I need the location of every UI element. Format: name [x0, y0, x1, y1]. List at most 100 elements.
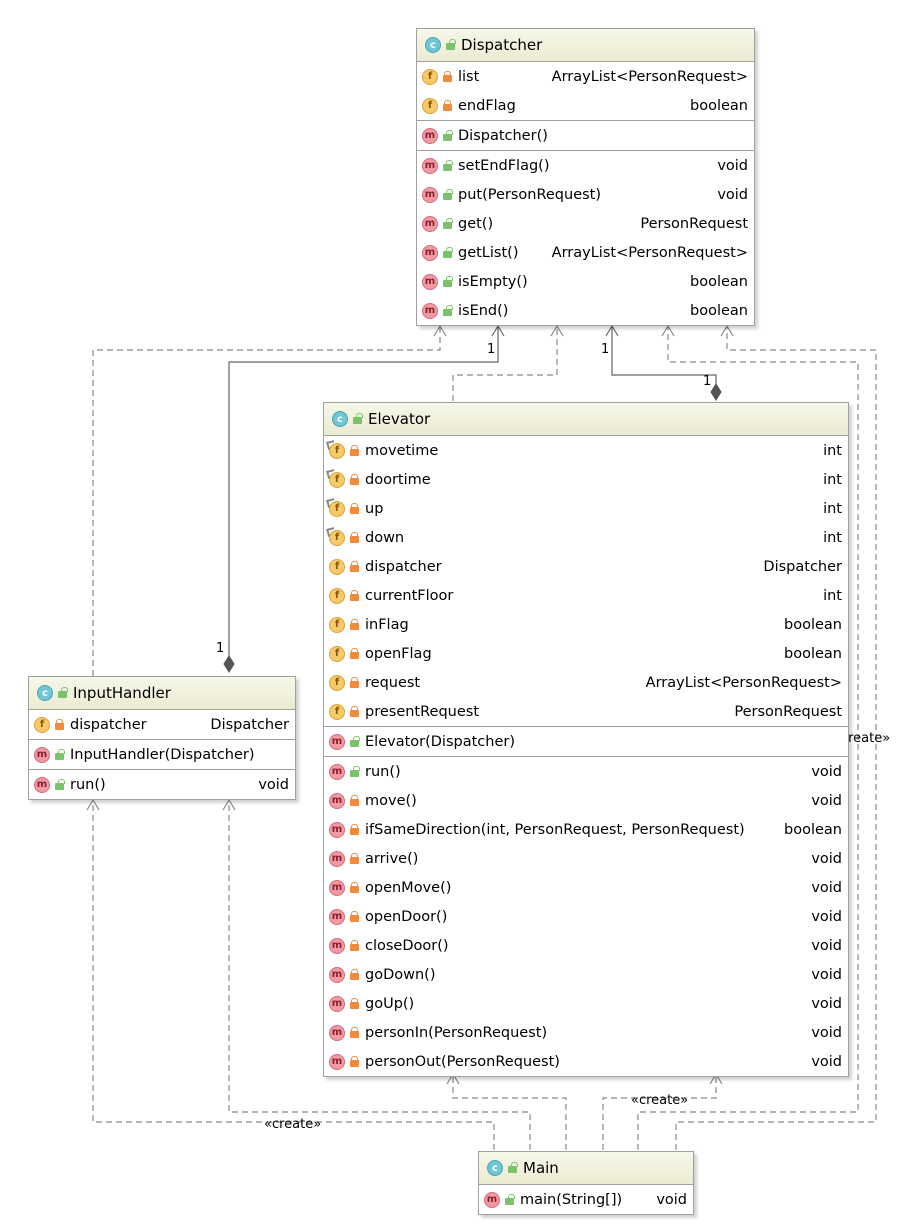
- return-type: void: [811, 1024, 842, 1041]
- lock-icon: [350, 1026, 359, 1038]
- return-type: ArrayList<PersonRequest>: [551, 244, 748, 261]
- method-name: goUp(): [365, 995, 415, 1012]
- method-name: ifSameDirection(int, PersonRequest, Pers…: [365, 821, 745, 838]
- field-name: endFlag: [458, 97, 516, 114]
- method-name: run(): [365, 763, 401, 780]
- lock-icon: [350, 647, 359, 659]
- field-icon: f: [329, 645, 345, 662]
- method-icon: m: [34, 746, 50, 763]
- return-type: boolean: [690, 97, 748, 114]
- return-type: void: [717, 186, 748, 203]
- lock-icon: [55, 718, 64, 730]
- lock-icon: [350, 939, 359, 951]
- multiplicity-label: 1: [703, 374, 712, 389]
- return-type: int: [823, 500, 842, 517]
- method-name: getList(): [458, 244, 519, 261]
- lock-icon: [350, 881, 359, 893]
- method-name: get(): [458, 215, 494, 232]
- return-type: void: [811, 850, 842, 867]
- field-name: request: [365, 674, 421, 691]
- arrow-head-4: [720, 324, 734, 337]
- constructor-row[interactable]: m InputHandler(Dispatcher): [29, 740, 295, 769]
- return-type: ArrayList<PersonRequest>: [551, 68, 748, 85]
- unlock-icon: [350, 765, 360, 777]
- field-icon: f: [329, 471, 345, 488]
- unlock-icon: [443, 129, 453, 141]
- method-row[interactable]: m run() void: [324, 757, 848, 786]
- return-type: void: [811, 763, 842, 780]
- field-icon: f: [329, 616, 345, 633]
- unlock-icon: [443, 304, 453, 316]
- return-type: PersonRequest: [640, 215, 748, 232]
- method-icon: m: [329, 763, 345, 780]
- field-row[interactable]: f endFlag boolean: [417, 91, 754, 120]
- return-type: void: [811, 937, 842, 954]
- stereotype-create-label: «create»: [264, 1117, 322, 1132]
- lock-icon: [350, 910, 359, 922]
- field-icon: f: [422, 97, 438, 114]
- composition-elevator-dispatcher: [611, 326, 717, 384]
- method-name: InputHandler(Dispatcher): [70, 746, 255, 763]
- arrow-head-1: [433, 324, 447, 337]
- return-type: void: [258, 776, 289, 793]
- method-name: goDown(): [365, 966, 436, 983]
- class-name: Main: [523, 1159, 559, 1177]
- method-icon: m: [422, 157, 438, 174]
- return-type: void: [811, 908, 842, 925]
- constructors-section: m InputHandler(Dispatcher): [29, 740, 295, 770]
- method-icon: m: [329, 879, 345, 896]
- lock-icon: [350, 1055, 359, 1067]
- dependency-main-dispatcher-a: [637, 326, 859, 1150]
- method-icon: m: [329, 733, 345, 750]
- lock-icon: [350, 444, 359, 456]
- method-icon: m: [329, 792, 345, 809]
- field-icon: f: [329, 500, 345, 517]
- return-type: void: [811, 1053, 842, 1070]
- dependency-main-elevator-a: [452, 1074, 567, 1150]
- return-type: void: [811, 995, 842, 1012]
- method-name: personIn(PersonRequest): [365, 1024, 548, 1041]
- unlock-icon: [443, 246, 453, 258]
